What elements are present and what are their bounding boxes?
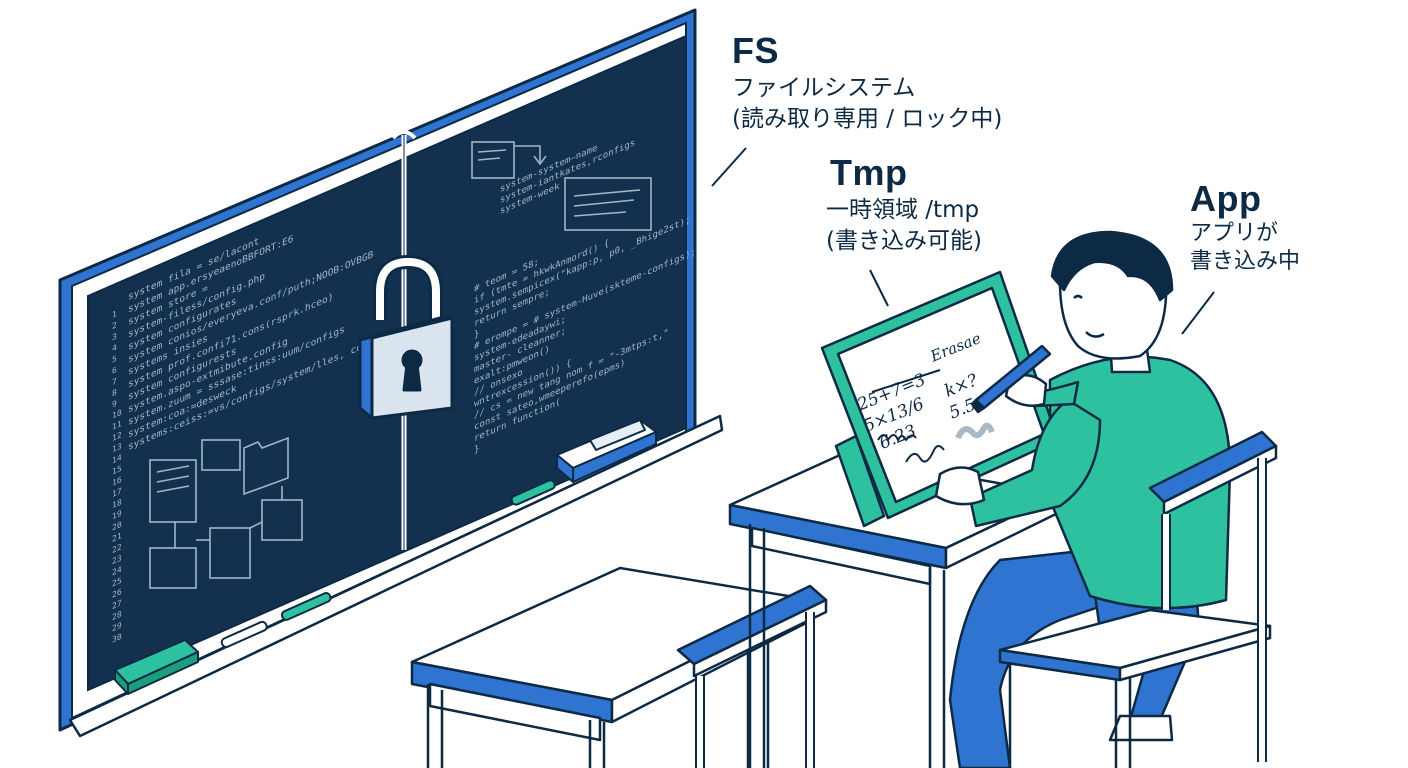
line-numbers: 1234567891011121314151617181920212223242… bbox=[112, 308, 122, 645]
tmp-label-line1: 一時領域 /tmp bbox=[826, 197, 980, 224]
eraser bbox=[114, 639, 199, 695]
tmp-label-title: Tmp bbox=[830, 152, 908, 193]
line-number: 13 bbox=[112, 441, 122, 455]
line-number: 10 bbox=[112, 407, 122, 421]
padlock-icon bbox=[358, 255, 454, 420]
student-chair bbox=[998, 430, 1278, 768]
eraser bbox=[556, 419, 657, 483]
fs-label-line2: (読み取り専用 / ロック中) bbox=[732, 105, 1003, 132]
code-line: } bbox=[474, 443, 479, 456]
line-number: 9 bbox=[112, 398, 117, 410]
callout-lines bbox=[711, 147, 1215, 335]
right-panel-diagram bbox=[471, 141, 652, 231]
fs-label: FS ファイルシステム (読み取り専用 / ロック中) bbox=[732, 30, 1002, 132]
chalk bbox=[220, 479, 556, 649]
line-number: 24 bbox=[112, 564, 122, 578]
student bbox=[934, 230, 1232, 768]
line-number: 6 bbox=[112, 364, 117, 376]
app-label-line1: アプリが bbox=[1190, 221, 1279, 247]
tmp-label-line2: (書き込み可能) bbox=[826, 227, 982, 254]
line-number: 16 bbox=[112, 474, 122, 488]
line-number: 19 bbox=[112, 508, 122, 522]
line-number: 11 bbox=[112, 418, 122, 432]
tmp-label: Tmp 一時領域 /tmp (書き込み可能) bbox=[826, 152, 982, 254]
line-number: 15 bbox=[112, 463, 122, 477]
line-number: 18 bbox=[112, 497, 122, 511]
chalk-tray bbox=[68, 414, 724, 738]
app-label-line2: 書き込み中 bbox=[1190, 248, 1301, 274]
line-number: 8 bbox=[112, 387, 117, 399]
line-number: 14 bbox=[112, 452, 122, 466]
line-number: 5 bbox=[112, 353, 117, 365]
front-chair bbox=[676, 584, 828, 768]
line-number: 12 bbox=[112, 429, 122, 443]
fs-label-line1: ファイルシステム bbox=[732, 75, 916, 102]
line-number: 20 bbox=[112, 519, 122, 533]
line-number: 7 bbox=[112, 375, 117, 387]
front-desk bbox=[410, 566, 814, 768]
line-number: 26 bbox=[112, 586, 122, 600]
code-line: } bbox=[474, 328, 479, 341]
app-label-title: App bbox=[1190, 178, 1262, 219]
fs-label-title: FS bbox=[732, 30, 780, 71]
line-number: 30 bbox=[112, 631, 122, 645]
line-number: 21 bbox=[112, 530, 122, 544]
line-number: 4 bbox=[112, 342, 117, 354]
line-number: 17 bbox=[112, 485, 122, 499]
left-panel-diagram bbox=[149, 436, 303, 589]
line-number: 29 bbox=[112, 620, 122, 634]
fs-callout-line bbox=[711, 147, 747, 187]
line-number: 2 bbox=[112, 319, 117, 331]
line-number: 3 bbox=[112, 331, 117, 343]
line-number: 22 bbox=[112, 541, 122, 555]
line-number: 27 bbox=[112, 597, 122, 611]
line-number: 25 bbox=[112, 575, 122, 589]
tablet: 25+7=35×13/66.23k×?5.5+Erasae bbox=[820, 270, 1060, 528]
line-number: 28 bbox=[112, 609, 122, 623]
tmp-callout-line bbox=[869, 269, 889, 307]
app-callout-line bbox=[1181, 291, 1215, 335]
line-number: 23 bbox=[112, 553, 122, 567]
app-label: App アプリが 書き込み中 bbox=[1190, 178, 1300, 274]
line-number: 1 bbox=[112, 308, 117, 320]
